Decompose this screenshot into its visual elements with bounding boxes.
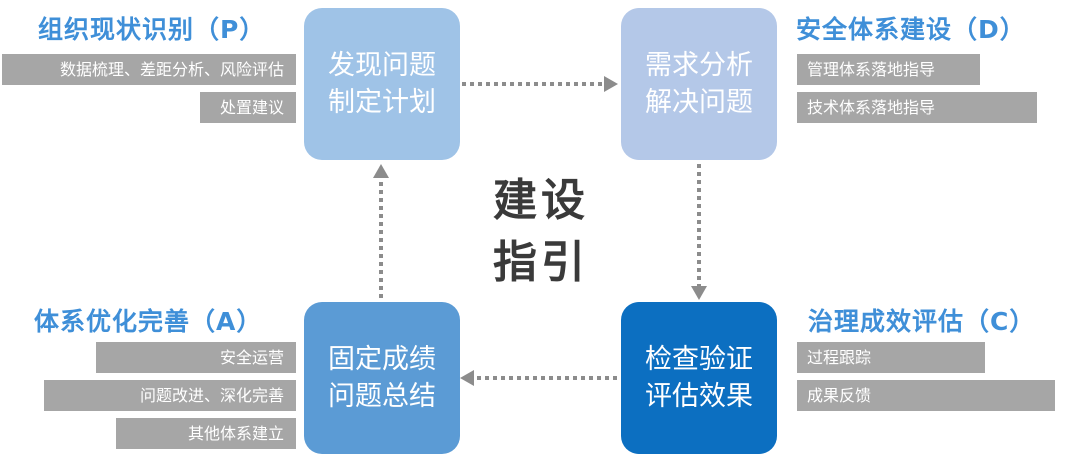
act-box: 固定成绩 问题总结 bbox=[304, 302, 460, 454]
center-label: 建设 指引 bbox=[486, 170, 596, 294]
check-box: 检查验证 评估效果 bbox=[621, 302, 777, 454]
plan-tag-analysis: 数据梳理、差距分析、风险评估 bbox=[2, 54, 296, 85]
center-label-line2: 指引 bbox=[493, 237, 589, 288]
check-tag-feedback: 成果反馈 bbox=[797, 380, 1055, 411]
arrowhead-down bbox=[691, 286, 707, 300]
do-tag-management: 管理体系落地指导 bbox=[797, 54, 980, 85]
plan-box-line1: 发现问题 bbox=[328, 50, 436, 81]
plan-heading: 组织现状识别（P） bbox=[38, 15, 266, 44]
act-box-line2: 问题总结 bbox=[328, 381, 436, 412]
act-heading: 体系优化完善（A） bbox=[34, 307, 263, 336]
check-box-line1: 检查验证 bbox=[645, 344, 753, 375]
check-tag-tracking: 过程跟踪 bbox=[797, 342, 985, 373]
center-label-line1: 建设 bbox=[493, 175, 589, 226]
act-box-line1: 固定成绩 bbox=[328, 344, 436, 375]
arrowhead-left bbox=[460, 370, 474, 386]
do-box: 需求分析 解决问题 bbox=[621, 8, 777, 160]
plan-tag-suggestion: 处置建议 bbox=[200, 92, 296, 123]
do-heading: 安全体系建设（D） bbox=[796, 15, 1026, 44]
act-tag-operation: 安全运营 bbox=[96, 342, 296, 373]
check-box-line2: 评估效果 bbox=[645, 381, 753, 412]
do-box-line2: 解决问题 bbox=[645, 87, 753, 118]
arrowhead-right bbox=[604, 76, 618, 92]
act-tag-other: 其他体系建立 bbox=[116, 418, 296, 449]
plan-box-line2: 制定计划 bbox=[328, 87, 436, 118]
act-tag-improve: 问题改进、深化完善 bbox=[44, 380, 296, 411]
arrowhead-up bbox=[373, 164, 389, 178]
do-box-line1: 需求分析 bbox=[645, 50, 753, 81]
check-heading: 治理成效评估（C） bbox=[808, 307, 1036, 336]
plan-box: 发现问题 制定计划 bbox=[304, 8, 460, 160]
do-tag-technology: 技术体系落地指导 bbox=[797, 92, 1037, 123]
